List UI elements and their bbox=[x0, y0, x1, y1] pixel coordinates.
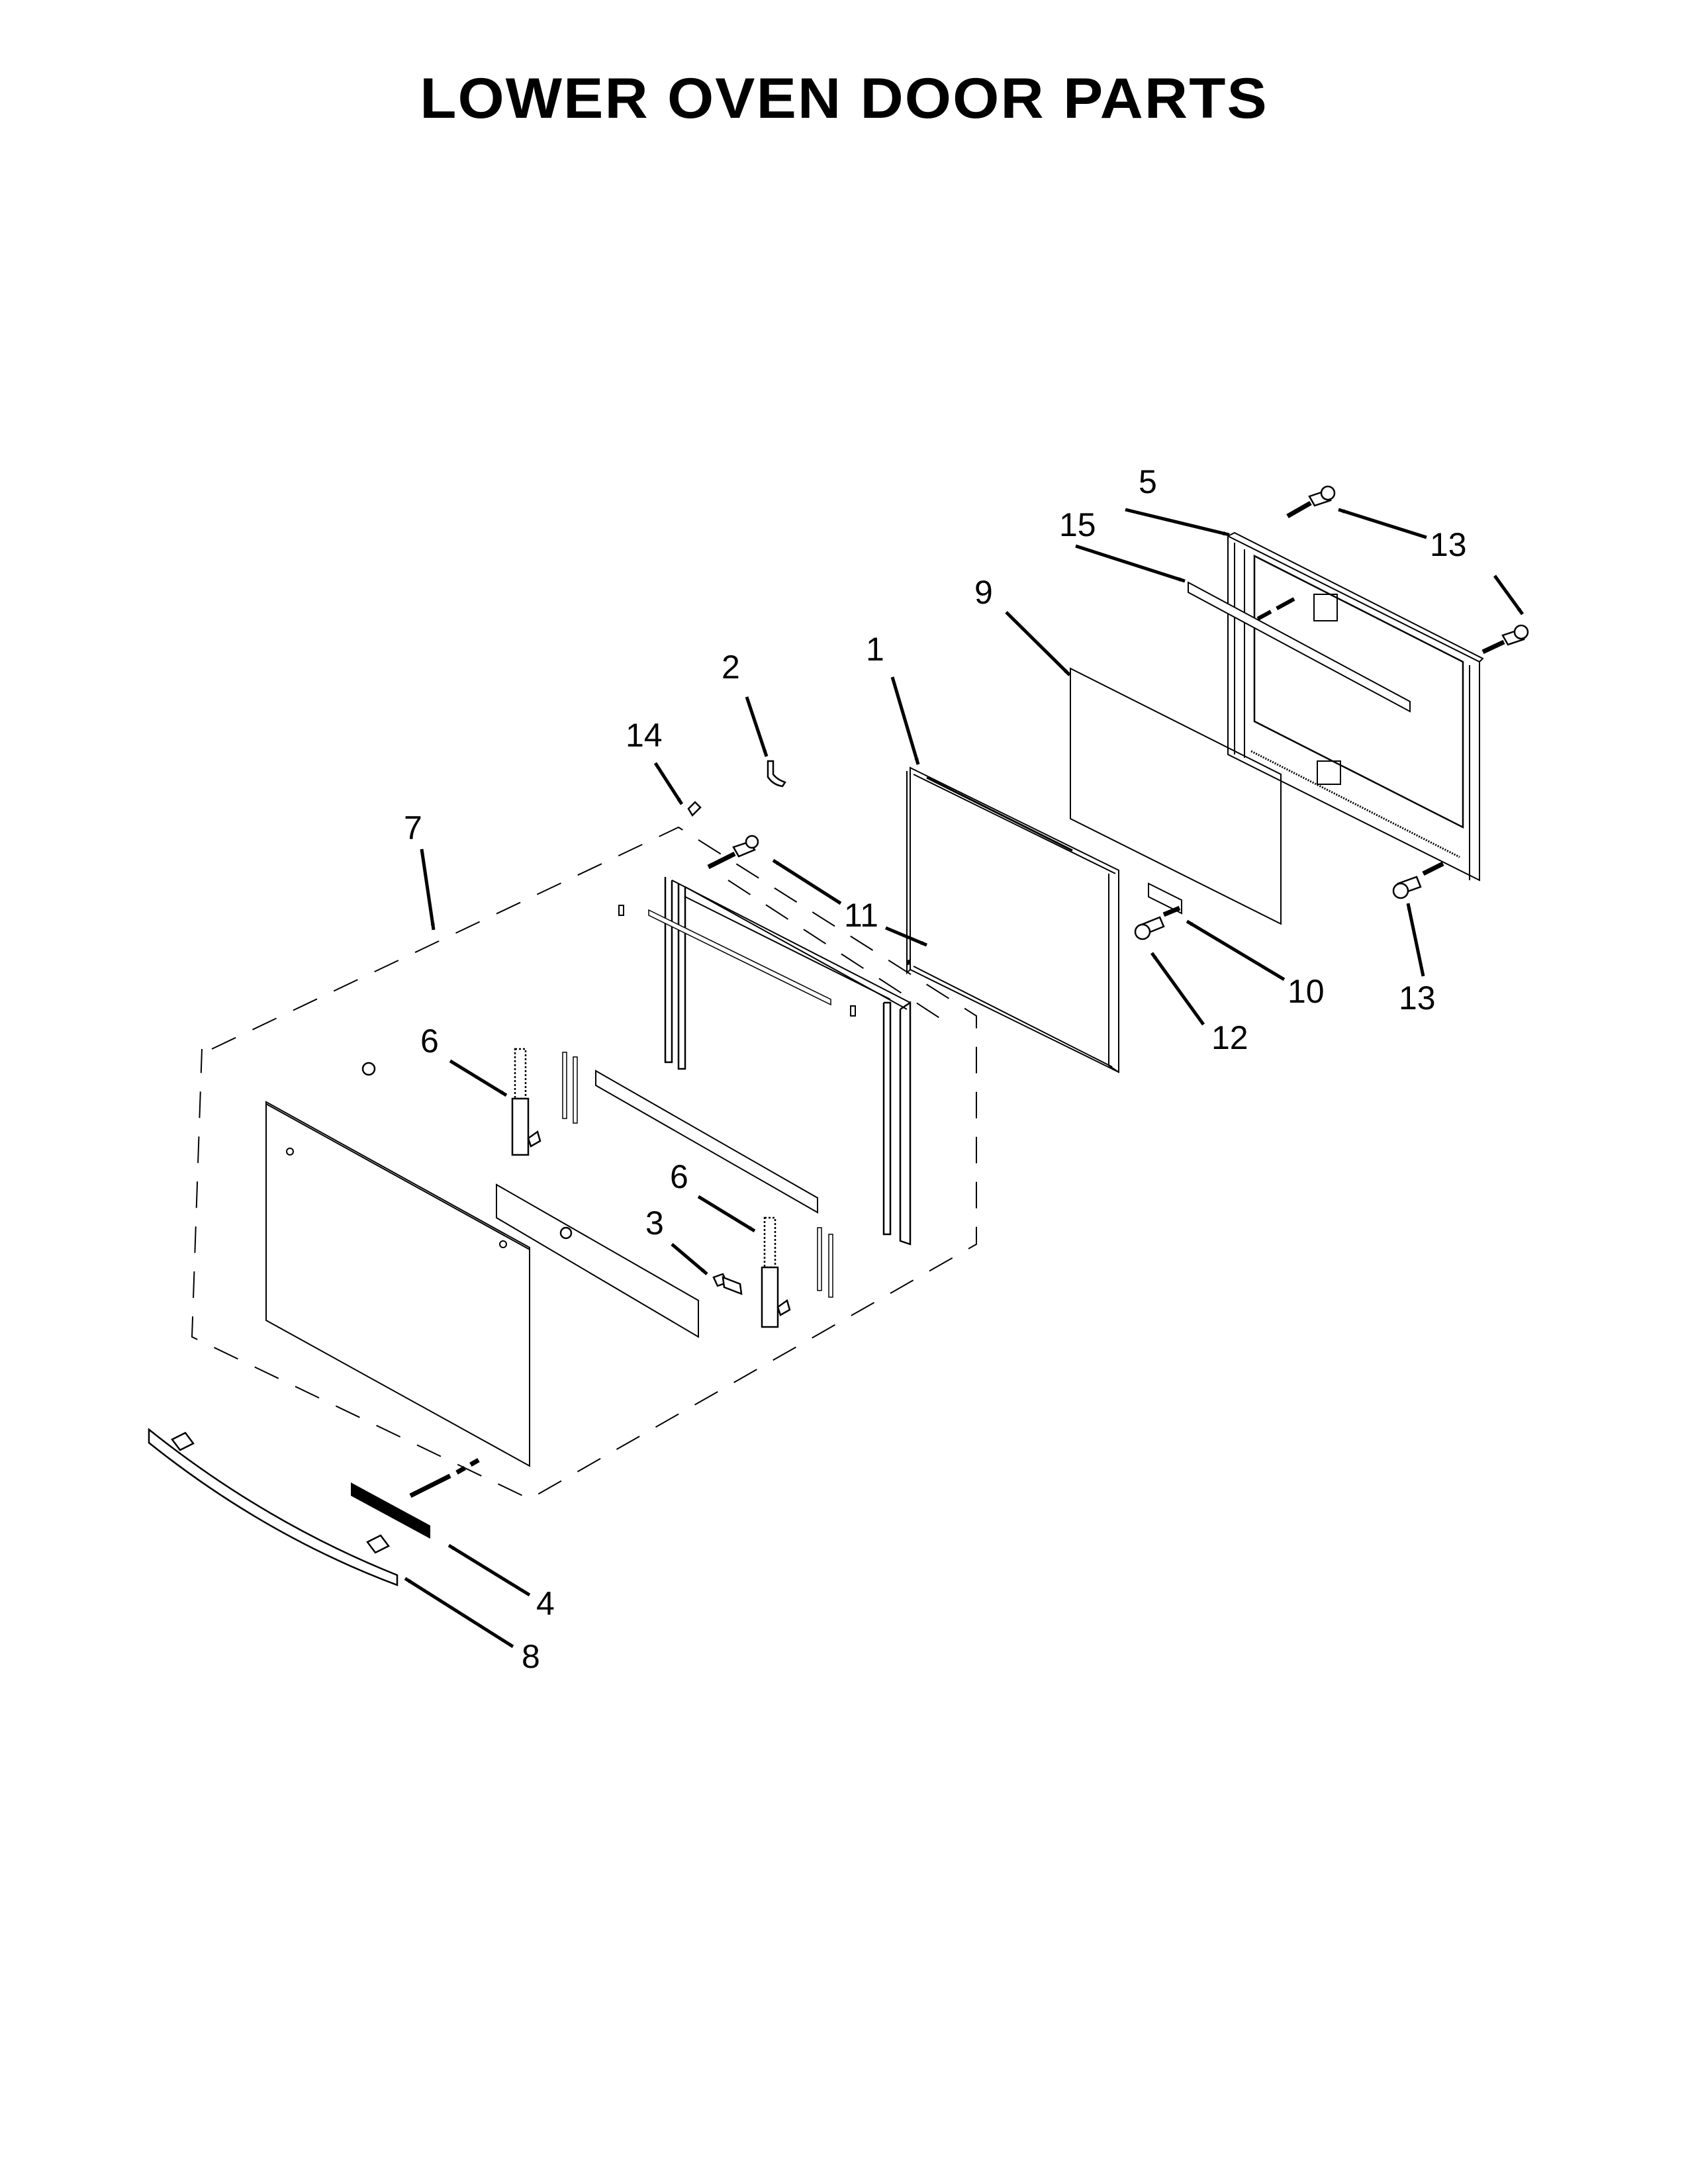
door-inner-frame bbox=[906, 766, 1119, 1073]
callout-10: 10 bbox=[1288, 973, 1325, 1010]
page-title: LOWER OVEN DOOR PARTS bbox=[420, 67, 1268, 130]
bracket-2 bbox=[767, 760, 786, 788]
trim-strips bbox=[562, 1052, 833, 1298]
lower-vent-panel bbox=[496, 1183, 699, 1338]
screw-12 bbox=[1134, 905, 1181, 940]
door-inner-support-frame bbox=[618, 877, 912, 1246]
screw-13-upper-left bbox=[1286, 485, 1336, 519]
callout-3: 3 bbox=[645, 1205, 664, 1242]
callout-13a: 13 bbox=[1430, 526, 1467, 563]
door-assembly-outline bbox=[191, 826, 977, 1500]
callout-13b: 13 bbox=[1399, 979, 1436, 1017]
callout-14: 14 bbox=[626, 717, 663, 754]
callout-7: 7 bbox=[404, 809, 422, 846]
screw-3 bbox=[712, 1273, 743, 1295]
callout-6a: 6 bbox=[420, 1023, 439, 1060]
callout-9: 9 bbox=[974, 574, 993, 611]
screw-13-lower bbox=[1392, 861, 1444, 899]
callout-12: 12 bbox=[1211, 1019, 1248, 1056]
bumper bbox=[559, 1226, 573, 1240]
callout-8: 8 bbox=[522, 1638, 540, 1675]
callout-5: 5 bbox=[1139, 463, 1157, 500]
callout-4: 4 bbox=[536, 1585, 555, 1622]
glass-bracket-10 bbox=[1148, 882, 1182, 915]
outer-glass-panel bbox=[265, 1101, 530, 1467]
logo-badge-4 bbox=[351, 1457, 481, 1539]
callout-11: 11 bbox=[844, 897, 878, 934]
hinge-left bbox=[511, 1048, 541, 1156]
clip-14 bbox=[687, 801, 702, 817]
callout-15: 15 bbox=[1059, 506, 1096, 543]
bumper bbox=[361, 1062, 376, 1076]
door-liner-5 bbox=[1227, 531, 1484, 882]
door-handle-8 bbox=[148, 1428, 399, 1586]
callout-2: 2 bbox=[722, 649, 740, 686]
callout-1: 1 bbox=[866, 631, 884, 668]
callout-labels: 1 2 3 4 5 6 6 7 8 9 10 11 12 13 13 14 15 bbox=[404, 463, 1467, 1675]
inner-glass-9 bbox=[1070, 667, 1282, 925]
hinge-right bbox=[761, 1216, 791, 1328]
screw-13-upper-right bbox=[1481, 624, 1529, 655]
callout-6b: 6 bbox=[670, 1158, 688, 1195]
leader-lines bbox=[404, 508, 1524, 1649]
support-channel-15 bbox=[1188, 581, 1411, 713]
upper-vent-strip bbox=[595, 1069, 818, 1214]
